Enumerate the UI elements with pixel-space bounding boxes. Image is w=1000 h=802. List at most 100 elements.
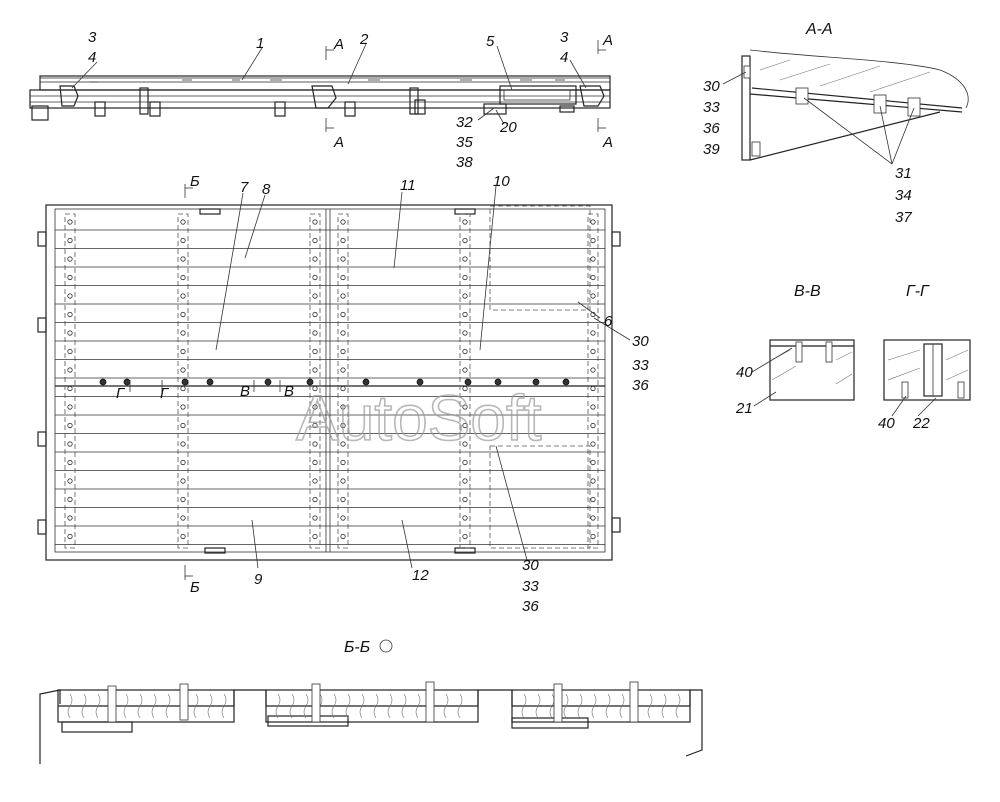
callout: 33 (632, 357, 649, 374)
bolt (590, 385, 596, 392)
bolt (67, 533, 73, 540)
bolt (462, 330, 468, 336)
bolt (180, 459, 186, 466)
callout: 39 (703, 141, 720, 158)
bolt (180, 256, 186, 262)
seam-bolt (532, 378, 540, 386)
callout: 30 (632, 333, 649, 350)
bolt (312, 422, 318, 429)
seam-bolt (416, 378, 424, 386)
bolt (67, 496, 73, 503)
callout: 6 (604, 313, 613, 330)
seam-bolt (494, 378, 502, 386)
callout: 3 (88, 29, 97, 46)
bolt (590, 293, 596, 299)
bolt (590, 274, 596, 281)
bolt (312, 533, 318, 540)
bolt (67, 274, 73, 281)
seam-bolt (464, 378, 472, 386)
bolt (340, 385, 346, 392)
bolt (340, 330, 346, 336)
bolt (312, 348, 318, 355)
cut-mark-g: Г (116, 385, 126, 402)
bolt (312, 311, 318, 318)
callout: 37 (895, 209, 912, 226)
bolt (180, 496, 186, 503)
callout: 32 (456, 114, 473, 131)
bolt (590, 496, 596, 503)
seam-bolt (306, 378, 314, 386)
bolt (312, 293, 318, 299)
bolt (180, 330, 186, 336)
callout: 40 (878, 415, 895, 432)
bolt (312, 330, 318, 336)
section-gg-drawing (883, 339, 971, 417)
callout: 4 (88, 49, 96, 66)
bolt (590, 404, 596, 410)
bolt (180, 478, 186, 484)
callout: 36 (703, 120, 720, 137)
bolt (462, 219, 468, 225)
bolt (312, 237, 318, 244)
bolt (180, 274, 186, 281)
plan-view (37, 184, 631, 580)
bolt (340, 441, 346, 447)
bolt (312, 515, 318, 521)
bolt (462, 256, 468, 262)
bolt (462, 459, 468, 466)
bolt (180, 515, 186, 521)
bolt (312, 367, 318, 373)
callout: 33 (703, 99, 720, 116)
bolt (180, 311, 186, 318)
callout: 10 (493, 173, 510, 190)
bolt (67, 422, 73, 429)
bolt (340, 422, 346, 429)
seam-bolt (99, 378, 107, 386)
seam-bolt (264, 378, 272, 386)
bolt (590, 422, 596, 429)
bolt (340, 496, 346, 503)
callout: 22 (912, 415, 930, 432)
callout: 7 (240, 179, 249, 196)
bolt (340, 367, 346, 373)
section-aa-drawing (722, 49, 969, 165)
bolt (462, 385, 468, 392)
bolt (312, 274, 318, 281)
bolt (462, 311, 468, 318)
bolt (462, 441, 468, 447)
bolt (180, 348, 186, 355)
bolt (590, 459, 596, 466)
callout: 8 (262, 181, 271, 198)
callout: 3 (560, 29, 569, 46)
bolt (462, 237, 468, 244)
bolt (312, 441, 318, 447)
cut-mark-a: А (333, 36, 344, 53)
callout: 31 (895, 165, 912, 182)
bolt (340, 515, 346, 521)
bolt (67, 330, 73, 336)
bolt (312, 496, 318, 503)
bolt (590, 533, 596, 540)
bolt (590, 256, 596, 262)
bolt (312, 404, 318, 410)
bolt (312, 478, 318, 484)
bolt (340, 459, 346, 466)
side-view (29, 40, 611, 132)
section-vv-drawing (751, 339, 855, 407)
bolt (67, 404, 73, 410)
callout: 2 (359, 31, 369, 48)
bolt (180, 367, 186, 373)
bolt (67, 219, 73, 225)
callout: 30 (522, 557, 539, 574)
bolt (590, 478, 596, 484)
bolt (340, 404, 346, 410)
callout: 5 (486, 33, 495, 50)
seam-bolt (562, 378, 570, 386)
section-vv-title: В-В (794, 283, 821, 300)
cut-mark-g: Г (160, 385, 170, 402)
bolt (462, 404, 468, 410)
bolt (462, 515, 468, 521)
cut-mark-a: А (602, 32, 613, 49)
cut-mark-b: Б (190, 173, 200, 190)
